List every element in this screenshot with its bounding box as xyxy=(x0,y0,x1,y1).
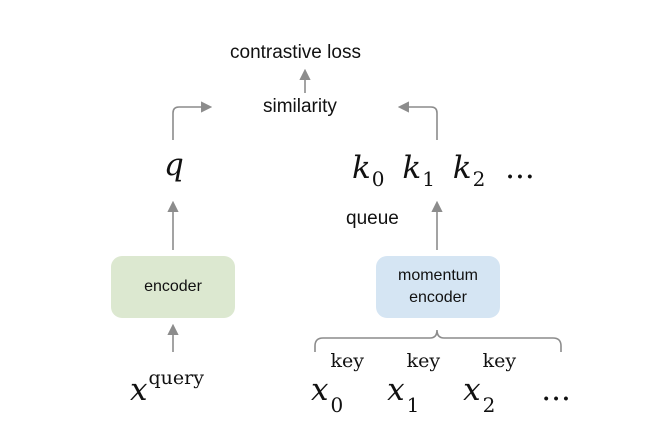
x1-sub: 1 xyxy=(406,393,420,417)
arrow-q-to-similarity xyxy=(172,101,213,140)
x1-sup: key xyxy=(406,350,441,372)
x0-sub: 0 xyxy=(330,393,344,417)
brace-xkeys xyxy=(314,329,562,352)
x2-sub: 2 xyxy=(482,393,496,417)
momentum-encoder-label-line1: momentum xyxy=(397,267,479,284)
x-query-base: x xyxy=(130,372,148,408)
x2-sup: key xyxy=(482,350,517,372)
keys-ellipsis: ... xyxy=(505,150,535,186)
similarity-label: similarity xyxy=(263,96,337,117)
k0-base: k xyxy=(352,150,371,186)
x1-scripts: key 1 xyxy=(405,350,441,417)
k1: k1 xyxy=(402,150,435,191)
k1-base: k xyxy=(402,150,422,186)
x0-sup: key xyxy=(330,350,364,372)
encoder-label: encoder xyxy=(144,278,202,295)
k2-sub: 2 xyxy=(472,167,486,191)
k0-sub: 0 xyxy=(371,167,385,191)
x2-base: x xyxy=(463,372,481,408)
k2: k2 xyxy=(452,150,486,191)
q-text: q xyxy=(164,147,184,183)
q-symbol: q xyxy=(164,147,184,183)
x0-scripts: key 0 xyxy=(328,350,364,417)
momentum-encoder-label-line2: encoder xyxy=(409,289,467,306)
k2-base: k xyxy=(452,150,472,186)
x2-scripts: key 2 xyxy=(481,350,517,417)
x-query-symbol: xquery xyxy=(130,367,204,408)
k0: k0 xyxy=(352,150,385,191)
momentum-encoder-box: momentum encoder xyxy=(376,256,500,318)
k1-sub: 1 xyxy=(422,167,435,191)
encoder-box: encoder xyxy=(111,256,235,318)
queue-label: queue xyxy=(346,208,399,229)
x0-base: x xyxy=(311,372,329,408)
x1-base: x xyxy=(387,372,405,408)
x-keys-ellipsis: ... xyxy=(541,372,571,408)
x-query-sup: query xyxy=(148,367,204,389)
keys-sequence: k0 k1 k2 ... xyxy=(352,150,535,191)
arrow-keys-to-similarity xyxy=(397,101,438,140)
contrastive-loss-label: contrastive loss xyxy=(230,42,361,63)
